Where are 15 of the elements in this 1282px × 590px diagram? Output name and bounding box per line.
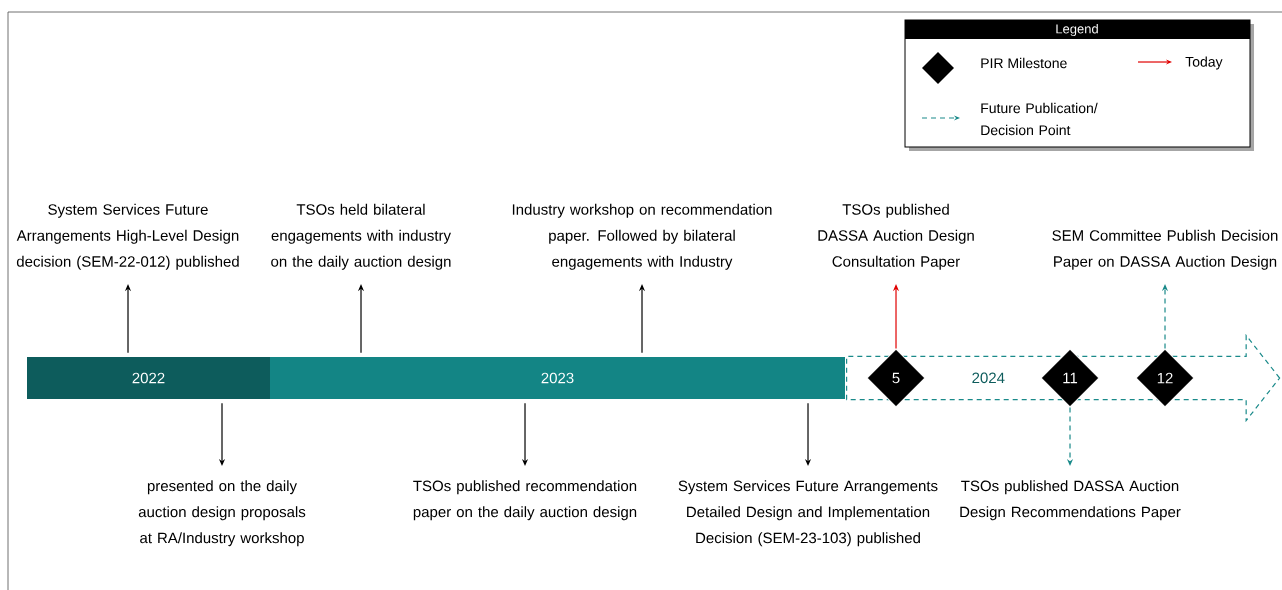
milestone-text: TSOs held bilateral engagements with industry on the daily auction design [271,203,451,270]
milestone-text: System Services Future Arrangements Detailed Design and Implementation Decision (SEM-23-103) published [678,480,938,547]
timeline-band: 2022 [27,357,270,399]
milestone-text: Industry workshop on recommendation paper. Followed by bilateral engagements with Industry [512,203,772,270]
milestone-text: TSOs published DASSA Auction Design Consultation Paper [818,203,974,270]
milestone-text: TSOs published DASSA Auction Design Recommendations Paper [960,480,1181,521]
timeline-band: 2023 [270,357,845,399]
legend-text: Today [1185,56,1223,70]
legend-title: Legend [1056,23,1098,37]
milestone-text: presented on the daily auction design proposals at RA/Industry workshop [138,480,306,547]
milestone-text: TSOs published recommendation paper on the daily auction design [413,480,637,521]
milestone-text: System Services Future Arrangements High-Level Design decision (SEM-22-012) published [16,203,239,270]
legend-text: PIR Milestone [981,57,1067,69]
milestone-text: SEM Committee Publish Decision Paper on DASSA Auction Design [1052,229,1278,270]
legend-text: Future Publication/ Decision Point [981,102,1098,136]
